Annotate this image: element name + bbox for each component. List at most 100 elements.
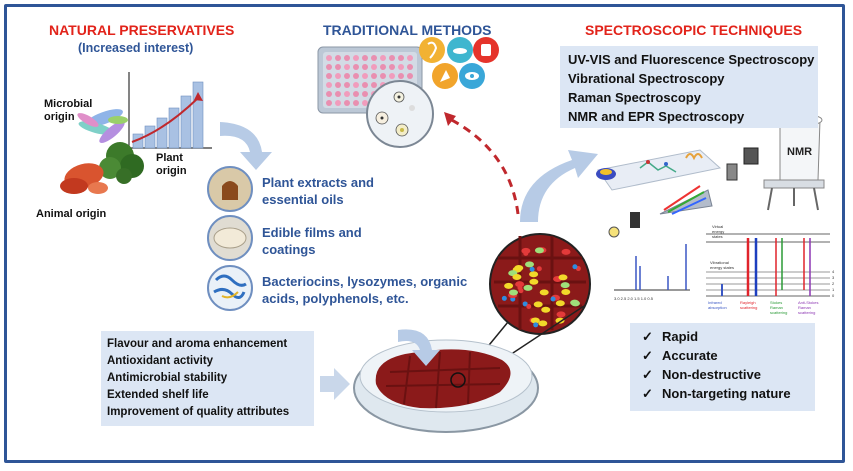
microbial-image [77,109,128,143]
preservative-particle [529,278,539,285]
preservative-particle [536,266,542,272]
nmr-spectrum: 3.0 2.5 2.0 1.5 1.0 0.5 [614,244,690,301]
well [371,73,377,79]
process-label: Anti-Stokes Raman scattering [798,300,819,315]
natural-preservatives-title: NATURAL PRESERVATIVES [49,22,235,38]
preservative-particle [555,317,565,324]
preservative-particle [572,264,578,270]
advantage-check-icon: ✓ [642,348,653,363]
advantage-item: Accurate [662,348,718,363]
advantage-check-icon: ✓ [642,329,653,344]
animal-origin-label: Animal origin [36,208,107,220]
well [344,73,350,79]
petri-dish-meat [353,339,539,433]
level-label: 2 [832,281,835,286]
preservative-particle [504,282,514,289]
well [380,73,386,79]
effect-item: Extended shelf life [107,389,209,401]
technique-item: Vibrational Spectroscopy [568,71,725,86]
well [344,100,350,106]
type-edible-films: Edible films and coatings [262,225,362,257]
virtual-states-label: Virtual energy states [712,224,725,239]
preservative-particle [556,311,566,318]
vibrational-states-label: Vibrational energy states [710,260,735,270]
technique-item: Raman Spectroscopy [568,90,701,105]
well [398,73,404,79]
preservative-particle [534,247,544,254]
nmr-machine [763,113,825,211]
well [389,73,395,79]
effects-panel: Flavour and aroma enhancement Antioxidan… [101,331,314,426]
technique-item: UV-VIS and Fluorescence Spectroscopy [568,52,815,67]
well [326,64,332,70]
well [362,100,368,106]
process-label: Stokes Raman scattering [770,300,788,315]
effect-item: Antioxidant activity [107,355,214,367]
well [335,73,341,79]
preservative-particle [526,303,532,309]
outer-frame [4,4,845,463]
well [407,73,413,79]
well [362,73,368,79]
well [362,91,368,97]
techniques-panel: UV-VIS and Fluorescence Spectroscopy Vib… [560,46,818,128]
microbial-origin-label: Microbial origin [44,98,93,123]
well [362,55,368,61]
preservative-particle [558,274,568,281]
type-plant-extracts: Plant extracts and essential oils [262,175,374,207]
animal-image [60,163,108,194]
well [335,100,341,106]
preservative-particle [533,301,543,308]
well [389,55,395,61]
preservative-particle [560,282,570,289]
preservative-particle [530,317,540,324]
preservative-particle [539,289,549,296]
well [326,91,332,97]
well [344,82,350,88]
arrow-from-effects [320,368,350,400]
preservative-particle [538,320,548,327]
well [407,55,413,61]
preservative-particle [561,288,571,295]
well [362,82,368,88]
well [407,64,413,70]
well [326,55,332,61]
petri-dish-small [366,80,434,148]
well [353,73,359,79]
level-label: 3 [832,275,835,280]
sensory-icons [419,37,499,89]
type-bacteriocins: Bacteriocins, lysozymes, organic acids, … [262,274,468,306]
type-images [207,166,253,311]
preservative-particle [512,273,522,280]
increase-bar-chart [128,72,212,149]
well [335,91,341,97]
preservative-particle [514,264,524,271]
advantages-panel: ✓ Rapid ✓ Accurate ✓ Non-destructive ✓ N… [630,323,815,411]
process-label: Rayleigh scattering [740,300,758,310]
nmr-label: NMR [787,146,813,158]
well [335,55,341,61]
preservative-particle [541,306,551,313]
well [344,64,350,70]
well [344,55,350,61]
well [380,64,386,70]
well [353,64,359,70]
well [362,64,368,70]
well [335,64,341,70]
preservative-particle [529,271,539,278]
preservative-particle [533,322,539,328]
well [326,73,332,79]
well [380,55,386,61]
arrow-to-spectroscopy [520,150,598,222]
svg-text:3.0 2.5 2.0 1.5 1.0 0.5: 3.0 2.5 2.0 1.5 1.0 0.5 [614,296,654,301]
well [353,82,359,88]
effect-item: Flavour and aroma enhancement [107,338,288,350]
well [371,64,377,70]
preservative-particle [550,296,556,302]
spectroscopic-title: SPECTROSCOPIC TECHNIQUES [585,22,803,38]
preservative-particle [517,285,523,291]
well [326,82,332,88]
preservative-particle [525,261,535,268]
preservative-particle [501,295,507,301]
